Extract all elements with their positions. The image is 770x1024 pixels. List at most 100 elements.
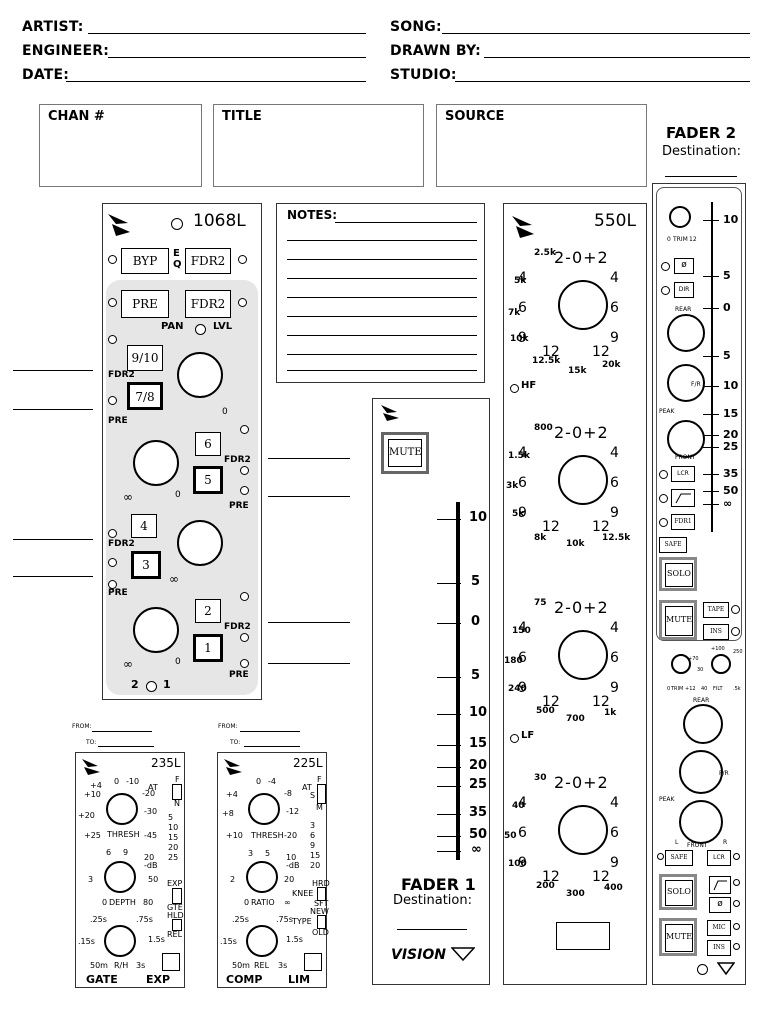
bus-knob-2[interactable]	[133, 440, 179, 486]
f2-rear-knob[interactable]	[667, 314, 705, 352]
bus-line-1[interactable]	[268, 458, 350, 459]
f2-solo-outer[interactable]: SOLO	[659, 557, 697, 591]
fdr2-b-button[interactable]: FDR2	[185, 290, 231, 318]
235-exp-switch[interactable]	[172, 888, 182, 904]
bus-5-button[interactable]: 5	[193, 466, 223, 494]
f2-rear2-knob[interactable]	[683, 704, 723, 744]
225-thresh-knob[interactable]	[248, 793, 280, 825]
notes-line-8[interactable]	[287, 370, 477, 371]
source-box[interactable]: SOURCE	[436, 104, 647, 187]
fader1-mute-button[interactable]: MUTE	[388, 439, 422, 467]
235-rh-knob[interactable]	[104, 925, 136, 957]
notes-line-7[interactable]	[287, 354, 477, 355]
bus-1-button[interactable]: 1	[193, 634, 223, 662]
fader1-track[interactable]	[456, 502, 460, 860]
235-from-field[interactable]	[92, 731, 152, 732]
225-ratio-knob[interactable]	[246, 861, 278, 893]
225-rel-knob[interactable]	[246, 925, 278, 957]
eq-band-knob[interactable]	[558, 455, 608, 505]
eq-band-knob[interactable]	[558, 280, 608, 330]
225-knee-switch[interactable]	[317, 887, 326, 901]
f2-safe-button[interactable]: SAFE	[659, 537, 687, 553]
f2-front2-knob[interactable]	[679, 800, 723, 844]
f2-mic-button[interactable]: MIC	[707, 920, 731, 936]
notes-line-5[interactable]	[287, 316, 477, 317]
drawn-by-field[interactable]	[484, 57, 750, 58]
f2-fr2-knob[interactable]	[679, 750, 723, 794]
f2-phase2-button[interactable]: ø	[709, 897, 731, 913]
left-line-2[interactable]	[13, 409, 93, 410]
notes-line-4[interactable]	[287, 297, 477, 298]
byp-button[interactable]: BYP	[121, 248, 169, 274]
bus-knob-3[interactable]	[177, 520, 223, 566]
pre-button[interactable]: PRE	[121, 290, 169, 318]
left-line-3[interactable]	[13, 539, 93, 540]
225-to-field[interactable]	[244, 746, 300, 747]
f2-trim-knob[interactable]	[669, 206, 691, 228]
eq-band-knob[interactable]	[558, 630, 608, 680]
f2-ins2-button[interactable]: INS	[707, 940, 731, 956]
f2-ins-button[interactable]: INS	[703, 624, 729, 640]
f2-safe2-button[interactable]: SAFE	[665, 850, 693, 866]
225-type-switch[interactable]	[317, 915, 326, 929]
bus-6-button[interactable]: 6	[195, 432, 221, 456]
f2-mute-outer[interactable]: MUTE	[659, 600, 697, 640]
f2-fader-track[interactable]	[711, 202, 713, 532]
notes-line-2[interactable]	[287, 259, 477, 260]
notes-line-3[interactable]	[287, 278, 477, 279]
f2-filt-knob[interactable]	[711, 654, 731, 674]
550-scribble-box[interactable]	[556, 922, 610, 950]
f2-lcr-button[interactable]: LCR	[671, 466, 695, 482]
f2-phase-button[interactable]: ø	[674, 258, 694, 274]
notes-line-6[interactable]	[287, 335, 477, 336]
f2-mute2-outer[interactable]: MUTE	[659, 918, 697, 956]
f2-filter2-button[interactable]	[709, 876, 731, 894]
bus-7-8-button[interactable]: 7/8	[127, 382, 163, 410]
bus-line-2[interactable]	[268, 496, 350, 497]
f2-mute-button[interactable]: MUTE	[665, 606, 693, 636]
235-hld-switch[interactable]	[172, 919, 182, 931]
225-from-field[interactable]	[240, 731, 300, 732]
f2-trim2-knob[interactable]	[671, 654, 691, 674]
engineer-field[interactable]	[108, 57, 366, 58]
date-field[interactable]	[66, 81, 366, 82]
f2-fr-knob[interactable]	[667, 364, 705, 402]
notes-box[interactable]: NOTES:	[276, 203, 485, 383]
f2-lcr2-button[interactable]: LCR	[707, 850, 731, 866]
notes-line-1[interactable]	[287, 240, 477, 241]
f2-dir-button[interactable]: DIR	[674, 282, 694, 298]
f2-solo-button[interactable]: SOLO	[665, 563, 693, 587]
f2-filter-button[interactable]	[671, 489, 695, 507]
bus-3-button[interactable]: 3	[131, 551, 161, 579]
bus-line-4[interactable]	[268, 663, 350, 664]
eq-band-knob[interactable]	[558, 805, 608, 855]
fader1-destination-field[interactable]	[397, 929, 467, 930]
235-to-field[interactable]	[98, 746, 154, 747]
left-line-4[interactable]	[13, 576, 93, 577]
artist-field[interactable]	[88, 33, 366, 34]
f2-fdr1-button[interactable]: FDR1	[671, 514, 695, 530]
song-field[interactable]	[442, 33, 750, 34]
bus-2-button[interactable]: 2	[195, 599, 221, 623]
235-depth-knob[interactable]	[104, 861, 136, 893]
f2-tape-button[interactable]: TAPE	[703, 602, 729, 618]
235-thresh-knob[interactable]	[106, 793, 138, 825]
225-at-switch[interactable]	[317, 784, 326, 804]
fader2-destination-field[interactable]	[665, 176, 737, 177]
f2-solo2-outer[interactable]: SOLO	[659, 874, 697, 910]
f2-front-knob[interactable]	[667, 420, 705, 458]
bus-knob-1[interactable]	[177, 352, 223, 398]
f2-mute2-button[interactable]: MUTE	[665, 924, 693, 952]
title-box[interactable]: TITLE	[213, 104, 424, 187]
bus-line-3[interactable]	[268, 622, 350, 623]
bus-knob-4[interactable]	[133, 607, 179, 653]
mute-button-outer[interactable]: MUTE	[381, 432, 429, 474]
bus-4-button[interactable]: 4	[131, 514, 157, 538]
chan-box[interactable]: CHAN #	[39, 104, 202, 187]
left-line-1[interactable]	[13, 370, 93, 371]
notes-line-0[interactable]	[335, 222, 477, 223]
fdr2-top-button[interactable]: FDR2	[185, 248, 231, 274]
f2-solo2-button[interactable]: SOLO	[665, 880, 693, 906]
studio-field[interactable]	[455, 81, 750, 82]
235-at-switch[interactable]	[172, 784, 182, 800]
